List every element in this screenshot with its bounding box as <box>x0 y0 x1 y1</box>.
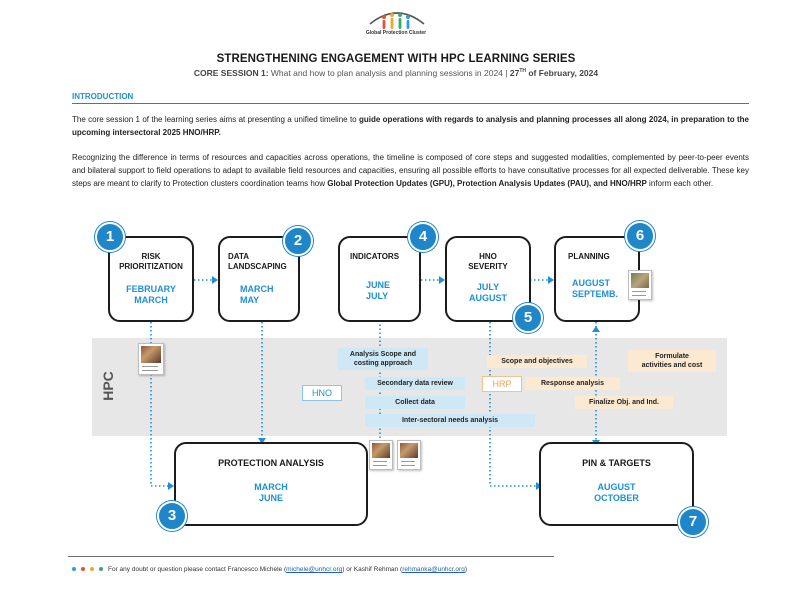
subtitle-session: CORE SESSION 1: <box>193 68 269 78</box>
step-pin-targets: PIN & TARGETS AUGUST OCTOBER <box>539 442 694 526</box>
step-4-months: JUNE JULY <box>366 280 391 301</box>
step-4-title: INDICATORS <box>350 252 400 261</box>
footer-dot-1 <box>72 567 76 572</box>
step-2-title: DATA LANDSCAPING <box>228 252 287 271</box>
step-risk-prioritization: RISK PRIORITIZATION FEBRUARY MARCH <box>108 236 194 322</box>
footer-dot-3 <box>90 567 94 572</box>
pau-report-thumbnail-2 <box>397 440 421 470</box>
footer-divider <box>68 556 554 557</box>
step-5-badge: 5 <box>513 303 543 333</box>
page-subtitle: CORE SESSION 1: What and how to plan ana… <box>0 68 792 78</box>
page-title: STRENGTHENING ENGAGEMENT WITH HPC LEARNI… <box>216 53 576 65</box>
step-6-badge: 6 <box>625 221 655 251</box>
step-4-badge: 4 <box>408 222 438 252</box>
hno-tag-collect-data: Collect data <box>365 396 465 409</box>
gpc-logo <box>369 12 425 29</box>
intro-heading: INTRODUCTION <box>72 92 134 101</box>
step-indicators: INDICATORS JUNE JULY <box>338 236 421 322</box>
hrp-tag-response-analysis: Response analysis <box>525 377 620 390</box>
step-7-badge: 7 <box>678 507 708 537</box>
p1-text: The core session 1 of the learning serie… <box>72 115 359 124</box>
step-5-title: HNO SEVERITY <box>468 252 508 271</box>
footer-dot-2 <box>81 567 85 572</box>
hno-tag-analysis-scope: Analysis Scope and costing approach <box>338 348 428 370</box>
logo-text: Global Protection Cluster <box>365 30 427 36</box>
step-7-title: PIN & TARGETS <box>582 458 651 468</box>
subtitle-date-day: 27 <box>509 68 520 78</box>
hrp-tag-finalize: Finalize Obj. and Ind. <box>575 396 673 409</box>
step-2-months: MARCH MAY <box>240 284 274 305</box>
step-5-months: JULY AUGUST <box>469 282 507 303</box>
subtitle-date-rest: of February, 2024 <box>525 68 599 78</box>
subtitle-date-sup: TH <box>519 68 526 75</box>
hno-label: HNO <box>302 385 342 401</box>
planning-report-thumbnail <box>628 270 652 300</box>
subtitle-text: What and how to plan analysis and planni… <box>268 68 510 78</box>
footer-email-michele[interactable]: michele@unhcr.org <box>286 566 343 573</box>
intro-divider <box>72 103 749 104</box>
hrp-tag-scope-objectives: Scope and objectives <box>487 355 587 368</box>
footer-text-b: ) or Kashif Rehman ( <box>342 566 403 573</box>
intro-paragraph-2: Recognizing the difference in terms of r… <box>72 151 749 190</box>
step-protection-analysis: PROTECTION ANALYSIS MARCH JUNE <box>174 442 368 526</box>
step-2-badge: 2 <box>283 226 313 256</box>
step-3-title: PROTECTION ANALYSIS <box>218 458 324 468</box>
pau-report-thumbnail-1 <box>369 440 393 470</box>
footer-text-a: For any doubt or question please contact… <box>108 566 287 573</box>
p1-bold: guide operations with regards to analysi… <box>72 115 750 137</box>
step-6-months: AUGUST SEPTEMB. <box>572 278 619 299</box>
step-1-badge: 1 <box>95 222 125 252</box>
footer-dot-4 <box>99 567 103 572</box>
footer-email-rehman[interactable]: rehmanka@unhcr.org <box>402 566 465 573</box>
p2-text-end: inform each other. <box>646 179 714 188</box>
footer-contact: For any doubt or question please contact… <box>72 566 467 573</box>
intro-paragraph-1: The core session 1 of the learning serie… <box>72 113 749 139</box>
p2-text: Recognizing the difference in terms of r… <box>72 153 749 188</box>
step-3-months: MARCH JUNE <box>254 482 288 503</box>
step-3-badge: 3 <box>157 501 187 531</box>
step-data-landscaping: DATA LANDSCAPING MARCH MAY <box>218 236 300 322</box>
step-6-title: PLANNING <box>568 252 610 261</box>
step-7-months: AUGUST OCTOBER <box>594 482 639 503</box>
p2-bold: Global Protection Updates (GPU), Protect… <box>327 179 647 188</box>
step-planning: PLANNING AUGUST SEPTEMB. <box>554 236 640 322</box>
hno-tag-intersectoral: Inter-sectoral needs analysis <box>365 414 535 427</box>
step-1-months: FEBRUARY MARCH <box>126 284 176 305</box>
hno-tag-secondary-data: Secondary data review <box>365 377 465 390</box>
step-1-title: RISK PRIORITIZATION <box>119 252 183 271</box>
hrp-label: HRP <box>482 376 522 392</box>
footer-text-c: ) <box>464 566 467 573</box>
gpu-report-thumbnail <box>138 343 164 375</box>
hrp-tag-formulate: Formulate activities and cost <box>628 350 716 372</box>
